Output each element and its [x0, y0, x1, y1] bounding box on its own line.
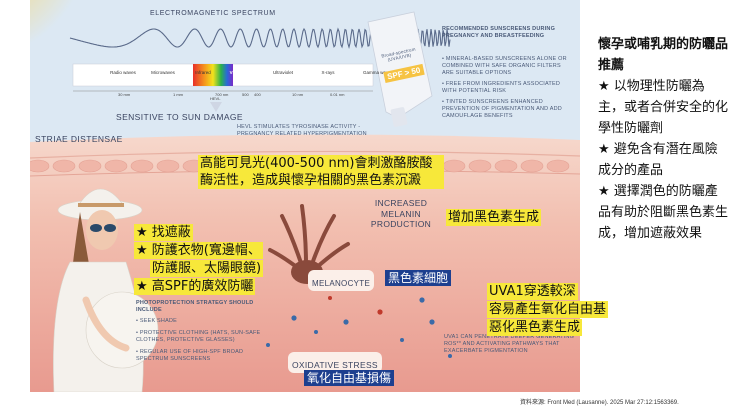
hevl-tag: HEVL: [210, 96, 221, 101]
ros-particle: [429, 319, 435, 325]
oxidative-tag: OXIDATIVE STRESS: [288, 352, 382, 373]
uva1-annotation: UVA1穿透較深容易產生氧化自由基惡化黑色素生成: [487, 283, 609, 337]
spectrum-band-label: Infrared: [195, 70, 211, 75]
photoprotection-item: • REGULAR USE OF HIGH-SPF BROAD SPECTRUM…: [136, 349, 244, 362]
uva1-line: 惡化黑色素生成: [487, 319, 583, 336]
spectrum-band-label: X-rays: [321, 70, 335, 75]
em-spectrum-title: ELECTROMAGNETIC SPECTRUM: [150, 10, 276, 17]
photoprotection-item: • SEEK SHADE: [136, 318, 178, 324]
sidebar-item: ★ 避免含有潛在風險成分的產品: [598, 142, 718, 178]
sunscreen-tube: [367, 11, 433, 127]
spectrum-band-label: Radio waves: [110, 70, 136, 75]
ros-particle: [419, 297, 425, 303]
protect-line: ★ 找遮蔽: [134, 224, 193, 241]
oxidative-annotation: 氧化自由基損傷: [304, 370, 395, 386]
ros-particle: [328, 296, 332, 300]
uva1-line: UVA1穿透較深: [487, 283, 578, 300]
ros-particle: [377, 309, 383, 315]
sensitive-label: SENSITIVE TO SUN DAMAGE: [116, 112, 243, 122]
recommended-title: RECOMMENDED SUNSCREENS DURING PREGNANCY …: [442, 26, 556, 39]
striae-label: STRIAE DISTENSAE: [35, 134, 123, 144]
protect-annotation: ★ 找遮蔽★ 防護衣物(寬邊帽、防護服、太陽眼鏡)★ 高SPF的廣效防曬: [134, 224, 264, 296]
skin-cell: [52, 159, 76, 173]
hevl-note: HEVL STIMULATES TYROSINASE ACTIVITY - PR…: [237, 124, 367, 137]
sun-glow: [30, 0, 90, 60]
sidebar-item: ★ 選擇潤色的防曬產品有助於阻斷黑色素生成，增加遮蔽效果: [598, 184, 729, 241]
wavelength-label: 0.01 nm: [330, 92, 345, 97]
pregnant-woman-illustration: [53, 188, 159, 392]
infographic-figure: ELECTROMAGNETIC SPECTRUM Radio waves Micr…: [30, 0, 580, 392]
sidebar-list: ★ 以物理性防曬為主，或者合併安全的化學性防曬劑 ★ 避免含有潛在風險成分的產品 ★…: [598, 76, 730, 244]
wavelength-label: 1 mm: [173, 92, 183, 97]
oxidative-label: OXIDATIVE STRESS: [292, 360, 378, 370]
sidebar-recommendations: 懷孕或哺乳期的防曬品推薦 ★ 以物理性防曬為主，或者合併安全的化學性防曬劑 ★ 避…: [598, 34, 730, 244]
skin-cell: [546, 159, 570, 173]
protect-line: 防護服、太陽眼鏡): [150, 260, 264, 277]
skin-cell: [442, 159, 466, 173]
increased-melanin-label: INCREASED MELANIN PRODUCTION: [370, 198, 432, 229]
spectrum-band-label: Visible Light: [229, 70, 257, 75]
figure-illustration: [30, 0, 580, 392]
melanocyte-annotation: 黑色素細胞: [385, 270, 452, 286]
hevl-annotation: 高能可見光(400-500 nm)會刺激酪胺酸酶活性，造成與懷孕相關的黑色素沉澱: [198, 155, 444, 189]
skin-cell: [520, 159, 544, 173]
sidebar-title: 懷孕或哺乳期的防曬品推薦: [598, 37, 729, 73]
skin-cell: [30, 159, 50, 173]
skin-cell: [78, 159, 102, 173]
melanocyte-tag: MELANOCYTE: [308, 270, 375, 291]
ros-particle: [291, 315, 297, 321]
skin-cell: [156, 159, 180, 173]
melanocyte-label: MELANOCYTE: [312, 279, 371, 288]
ros-particle: [266, 343, 270, 347]
spectrum-band-label: Microwaves: [151, 70, 175, 75]
epidermis-line: [30, 150, 580, 159]
wavelength-label: 10 nm: [292, 92, 304, 97]
source-citation: 資料來源: Front Med (Lausanne). 2025 Mar 27:…: [520, 400, 679, 406]
spectrum-band-label: Gamma waves: [362, 70, 393, 75]
skin-cell: [130, 159, 154, 173]
skin-cell: [494, 159, 518, 173]
wavelength-label: 400: [254, 92, 261, 97]
protect-line: ★ 高SPF的廣效防曬: [134, 278, 256, 295]
hevl-arrow: [210, 102, 222, 112]
skin-cell: [468, 159, 492, 173]
skin-cell: [104, 159, 128, 173]
wavelength-label: 700 nm: [215, 92, 229, 97]
uva1-line: 容易產生氧化自由基: [487, 301, 609, 318]
ros-particle: [314, 330, 318, 334]
ros-particle: [400, 338, 404, 342]
recommended-item: • MINERAL-BASED SUNSCREENS ALONE OR COMB…: [442, 56, 567, 76]
recommended-list: • MINERAL-BASED SUNSCREENS ALONE OR COMB…: [442, 56, 574, 124]
spectrum-band-label: Ultraviolet: [272, 70, 293, 75]
photoprotection-title: PHOTOPROTECTION STRATEGY SHOULD INCLUDE: [136, 300, 254, 313]
uva1-note: UVA1 CAN PENETRATE DEEPER GENERATING ROS…: [444, 334, 575, 354]
recommended-item: • FREE FROM INGREDIENTS ASSOCIATED WITH …: [442, 81, 561, 94]
ros-particle: [343, 319, 349, 325]
photoprotection-list: • SEEK SHADE • PROTECTIVE CLOTHING (HATS,…: [136, 318, 266, 368]
melanin-annotation: 增加黑色素生成: [446, 209, 542, 226]
ros-particle: [448, 354, 452, 358]
wavelength-label: 30 mm: [118, 92, 131, 97]
photoprotection-item: • PROTECTIVE CLOTHING (HATS, SUN-SAFE CL…: [136, 330, 261, 343]
visible-light-band: [193, 64, 233, 86]
wavelength-label: 500: [242, 92, 249, 97]
protect-line: ★ 防護衣物(寬邊帽、: [134, 242, 263, 259]
recommended-item: • TINTED SUNSCREENS ENHANCED PREVENTION …: [442, 99, 562, 119]
spectrum-bar: [72, 63, 374, 92]
sidebar-item: ★ 以物理性防曬為主，或者合併安全的化學性防曬劑: [598, 79, 729, 136]
